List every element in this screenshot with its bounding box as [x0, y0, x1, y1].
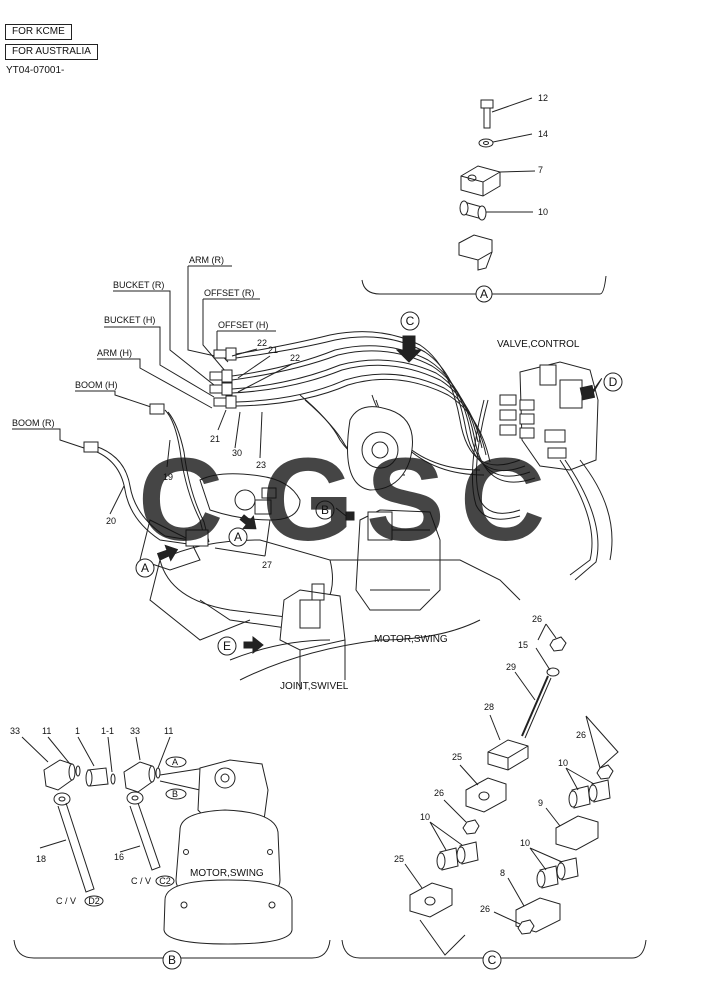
part-23: 23	[256, 460, 266, 470]
header-tag-australia: FOR AUSTRALIA	[5, 44, 98, 60]
label-bucket-r: BUCKET (R)	[113, 280, 164, 290]
part-10-c1: 10	[420, 812, 430, 822]
part-14: 14	[538, 129, 548, 139]
part-22-b: 22	[290, 353, 300, 363]
main-assembly	[12, 265, 613, 690]
label-offset-r: OFFSET (R)	[204, 288, 254, 298]
label-joint-swivel: JOINT,SWIVEL	[280, 681, 349, 692]
callout-c-main: C	[406, 314, 415, 328]
watermark-letter-c1: C	[138, 434, 223, 566]
label-boom-r: BOOM (R)	[12, 418, 55, 428]
part-29: 29	[506, 662, 516, 672]
part-10-c3: 10	[558, 758, 568, 768]
part-11-b: 11	[164, 726, 173, 736]
callout-e-main: E	[223, 639, 231, 653]
detail-a-circle	[475, 285, 493, 303]
detail-b-group	[13, 736, 331, 959]
detail-c-group	[341, 623, 647, 959]
part-21-b: 21	[210, 434, 220, 444]
watermark-letter-c2: C	[460, 434, 545, 566]
part-26-c3: 26	[576, 730, 586, 740]
tag-b-small: B	[172, 789, 178, 799]
tag-a-small: A	[172, 757, 178, 767]
label-offset-h: OFFSET (H)	[218, 320, 268, 330]
part-25-b: 25	[394, 854, 404, 864]
part-1-1: 1-1	[101, 726, 114, 736]
part-33-b: 33	[130, 726, 140, 736]
part-7: 7	[538, 165, 543, 175]
label-arm-r: ARM (R)	[189, 255, 224, 265]
callout-circles: C D A A B E	[135, 311, 623, 656]
part-10: 10	[538, 207, 548, 217]
cv-d2-label: C / V	[56, 896, 76, 906]
detail-b-callout: B	[168, 953, 176, 967]
cv-c2-label: C / V	[131, 876, 151, 886]
watermark-letter-g: G	[262, 434, 354, 566]
part-25-a: 25	[452, 752, 462, 762]
label-valve-control: VALVE,CONTROL	[497, 339, 580, 350]
part-9: 9	[538, 798, 543, 808]
callout-a-main-2: A	[234, 530, 242, 544]
part-33-a: 33	[10, 726, 20, 736]
detail-b-labels: 33 11 1 1-1 33 11 18 16 A B C / V D2 C /…	[10, 726, 264, 970]
part-30: 30	[232, 448, 242, 458]
label-bucket-h: BUCKET (H)	[104, 315, 155, 325]
callout-d-main: D	[609, 375, 618, 389]
part-26-c2: 26	[434, 788, 444, 798]
part-16: 16	[114, 852, 124, 862]
part-26-c1: 26	[532, 614, 542, 624]
part-22-a: 22	[257, 338, 267, 348]
part-8: 8	[500, 868, 505, 878]
watermark-letter-s: S	[366, 434, 445, 566]
part-26-c4: 26	[480, 904, 490, 914]
label-motor-swing: MOTOR,SWING	[374, 634, 448, 645]
callout-a-main: A	[141, 561, 149, 575]
cv-d2-tag: D2	[88, 896, 100, 906]
detail-a-group	[361, 97, 607, 295]
detail-c-labels: 26 15 29 28 25 26 26 10 9 10 10 25 8 26 …	[394, 614, 586, 970]
part-19: 19	[163, 472, 173, 482]
label-arm-h: ARM (H)	[97, 348, 132, 358]
header-tag-kcme: FOR KCME	[5, 24, 72, 40]
cv-c2-tag: C2	[159, 876, 171, 886]
detail-c-callout: C	[488, 953, 497, 967]
serial-number: YT04-07001-	[6, 65, 65, 76]
callout-b-main: B	[321, 503, 329, 517]
part-27: 27	[262, 560, 272, 570]
part-11-a: 11	[42, 726, 51, 736]
part-15: 15	[518, 640, 528, 650]
label-motor-swing-b: MOTOR,SWING	[190, 868, 264, 879]
main-part-numbers: 22 21 22 21 30 23 19 20 27	[106, 338, 300, 570]
part-12: 12	[538, 93, 548, 103]
detail-a-callout: A	[480, 287, 488, 301]
label-boom-h: BOOM (H)	[75, 380, 118, 390]
part-18: 18	[36, 854, 46, 864]
watermark-logo: C G S C	[138, 434, 545, 566]
part-21-a: 21	[268, 345, 278, 355]
hose-labels: ARM (R) BUCKET (R) OFFSET (R) BUCKET (H)…	[12, 255, 268, 428]
part-20: 20	[106, 516, 116, 526]
part-10-c2: 10	[520, 838, 530, 848]
part-1: 1	[75, 726, 80, 736]
part-28: 28	[484, 702, 494, 712]
